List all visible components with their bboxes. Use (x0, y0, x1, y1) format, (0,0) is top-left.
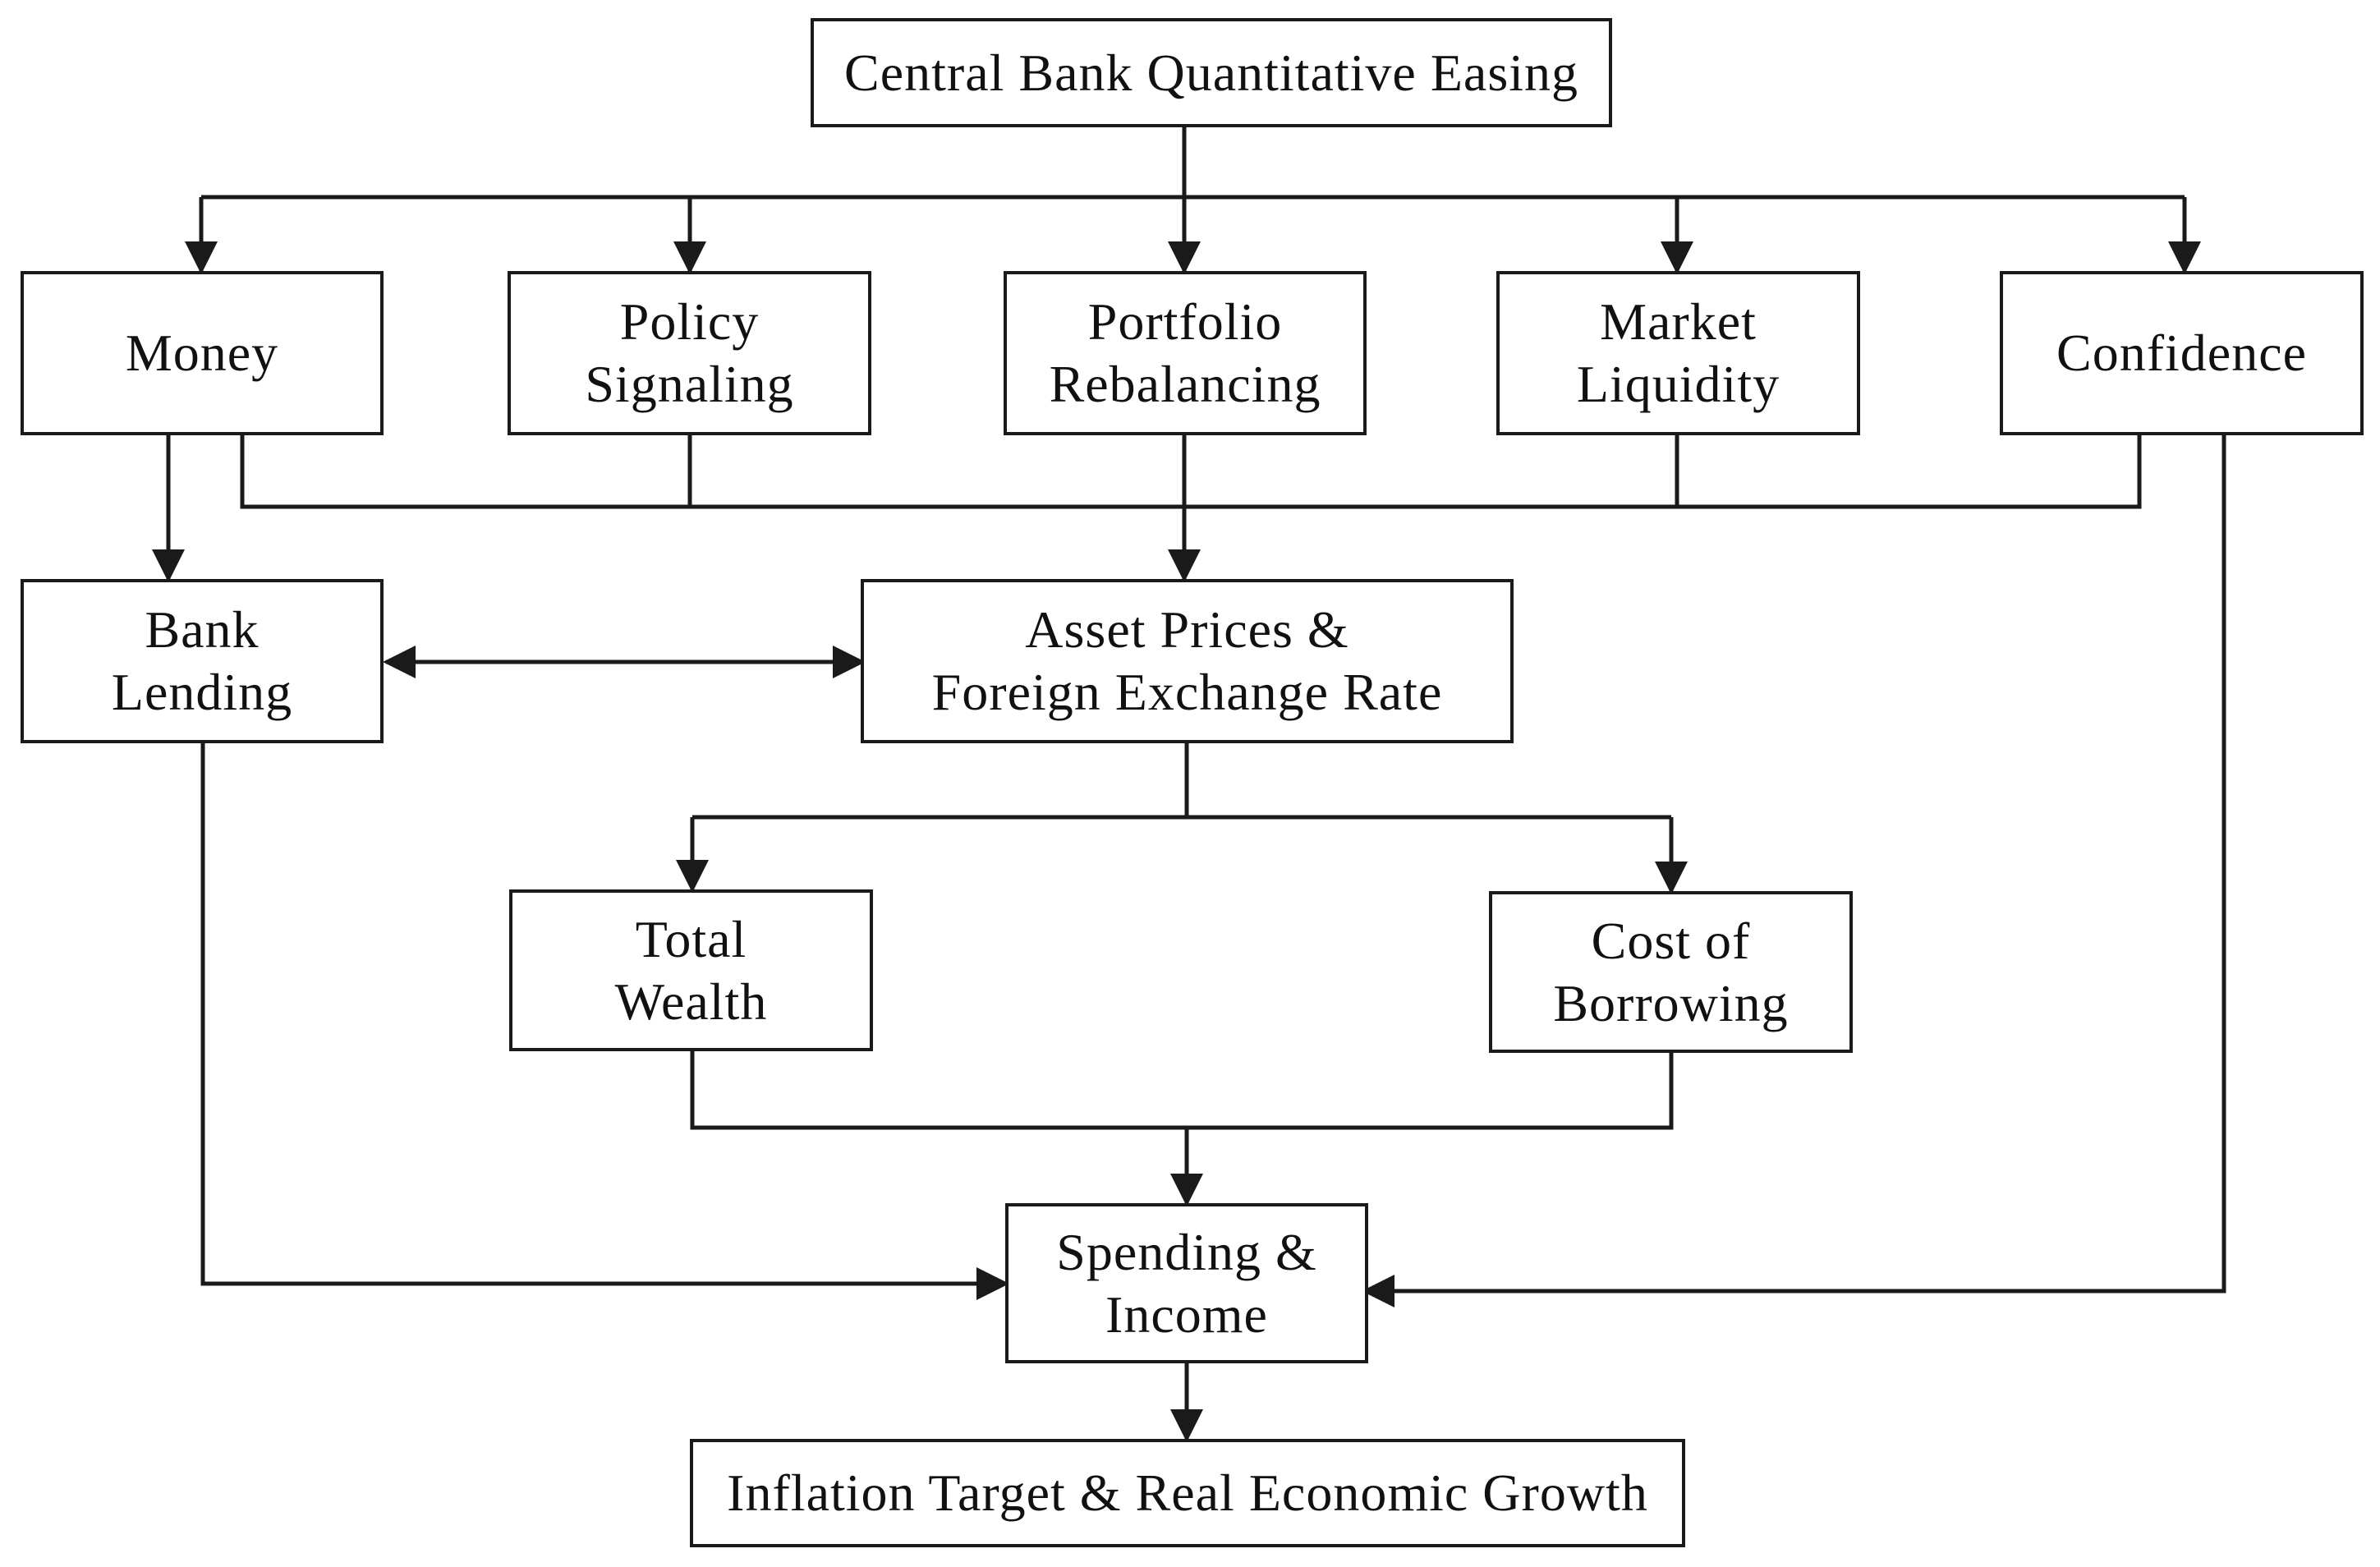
node-money-label: Money (125, 324, 279, 382)
node-qe-label: Central Bank Quantitative Easing (844, 43, 1578, 102)
node-market-liquidity: Market Liquidity (1496, 271, 1860, 435)
edge-confidence-to-spending (1362, 435, 2226, 1307)
edge-bank-to-spending (200, 743, 1009, 1300)
node-money: Money (21, 271, 384, 435)
node-confidence-label: Confidence (2056, 324, 2307, 382)
node-spending-income-label: Spending & Income (1056, 1222, 1317, 1344)
node-inflation-growth-label: Inflation Target & Real Economic Growth (727, 1464, 1648, 1522)
node-cost-of-borrowing-label: Cost of Borrowing (1553, 911, 1789, 1032)
node-bank-lending: Bank Lending (21, 579, 384, 743)
node-confidence: Confidence (2000, 271, 2364, 435)
edge-wb-bus (690, 1051, 1674, 1130)
node-inflation-growth: Inflation Target & Real Economic Growth (690, 1439, 1685, 1547)
node-total-wealth: Total Wealth (509, 889, 873, 1051)
node-policy-signaling: Policy Signaling (508, 271, 871, 435)
node-asset-prices: Asset Prices & Foreign Exchange Rate (861, 579, 1514, 743)
node-cost-of-borrowing: Cost of Borrowing (1489, 891, 1853, 1053)
edge-channel-bus (240, 435, 2142, 509)
node-portfolio-rebalancing: Portfolio Rebalancing (1004, 271, 1367, 435)
node-bank-lending-label: Bank Lending (111, 600, 293, 721)
node-portfolio-rebalancing-label: Portfolio Rebalancing (1049, 292, 1321, 413)
node-qe: Central Bank Quantitative Easing (811, 18, 1612, 127)
node-market-liquidity-label: Market Liquidity (1576, 292, 1780, 413)
node-asset-prices-label: Asset Prices & Foreign Exchange Rate (931, 600, 1443, 721)
node-policy-signaling-label: Policy Signaling (585, 292, 794, 413)
node-total-wealth-label: Total Wealth (614, 909, 768, 1031)
node-spending-income: Spending & Income (1005, 1203, 1368, 1363)
